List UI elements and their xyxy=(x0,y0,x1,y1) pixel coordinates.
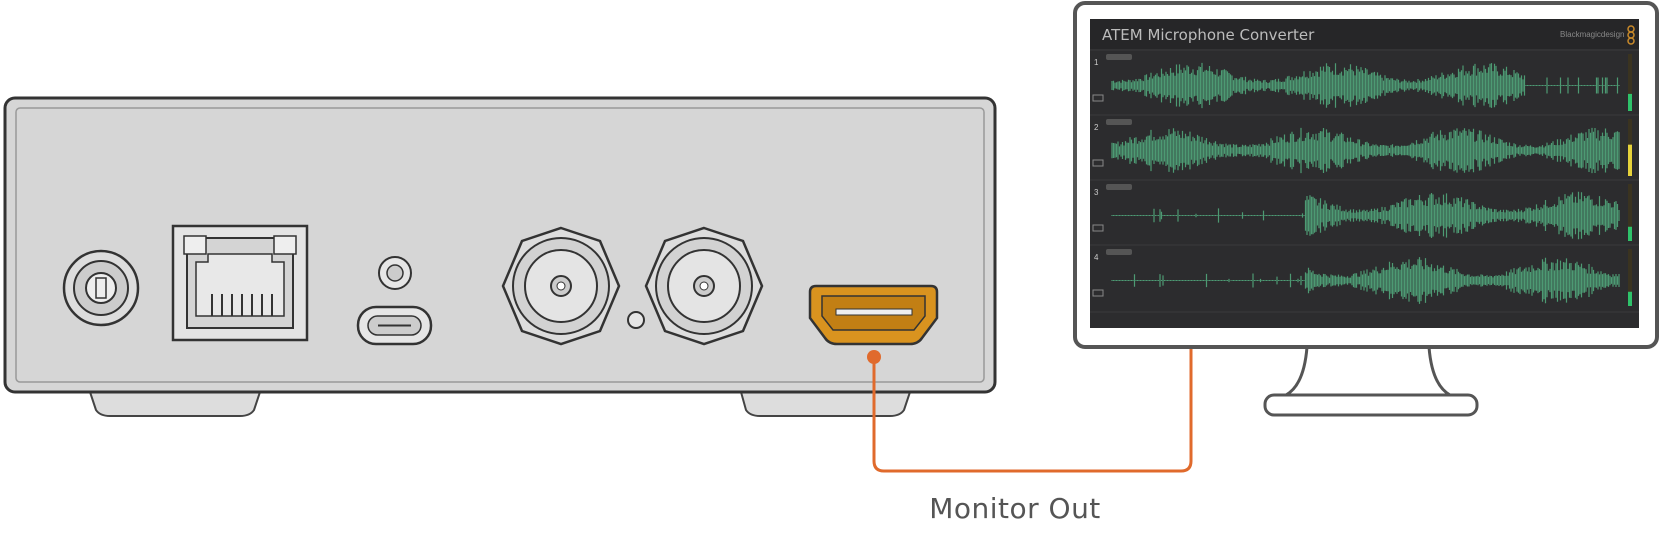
usb-c-port xyxy=(356,305,433,346)
bnc-connector-2 xyxy=(644,226,764,346)
track-mute-button[interactable] xyxy=(1092,289,1104,297)
track-name-tag xyxy=(1106,184,1132,190)
track-mute-button[interactable] xyxy=(1092,224,1104,232)
track-mute-button[interactable] xyxy=(1092,159,1104,167)
audio-waveform xyxy=(1111,127,1620,174)
level-meter-fill xyxy=(1628,291,1632,306)
blackmagic-logo: Blackmagicdesign xyxy=(1560,30,1625,39)
hdmi-cable xyxy=(872,347,1193,473)
track-name-tag xyxy=(1106,54,1132,60)
device-foot-right xyxy=(739,391,912,417)
track-number: 3 xyxy=(1094,188,1099,197)
track-number: 1 xyxy=(1094,58,1099,67)
track-mute-button[interactable] xyxy=(1092,94,1104,102)
track-number: 4 xyxy=(1094,253,1099,262)
audio-waveform xyxy=(1111,191,1620,240)
monitor-stand xyxy=(1263,345,1479,417)
audio-waveform xyxy=(1111,257,1620,304)
waveform-area xyxy=(1090,49,1639,313)
track-name-tag xyxy=(1106,119,1132,125)
level-meter xyxy=(1628,184,1632,241)
level-meter xyxy=(1628,249,1632,306)
track-name-tag xyxy=(1106,249,1132,255)
status-led xyxy=(627,311,645,329)
app-title: ATEM Microphone Converter xyxy=(1102,26,1315,44)
level-meter xyxy=(1628,54,1632,111)
track-number: 2 xyxy=(1094,123,1099,132)
hdmi-port xyxy=(808,284,939,346)
bnc-connector-1 xyxy=(501,226,621,346)
logo-mark xyxy=(1627,25,1635,45)
level-meter-fill xyxy=(1628,93,1632,111)
level-meter-fill xyxy=(1628,226,1632,241)
headphone-jack xyxy=(378,256,412,290)
connection-label: Monitor Out xyxy=(929,492,1101,525)
cable-connector-dot xyxy=(867,350,881,364)
audio-waveform xyxy=(1111,62,1620,109)
ethernet-port xyxy=(171,224,309,342)
power-connector xyxy=(62,249,140,327)
level-meter-fill xyxy=(1628,144,1632,176)
device-foot-left xyxy=(88,391,262,417)
converter-device-body xyxy=(3,96,997,394)
